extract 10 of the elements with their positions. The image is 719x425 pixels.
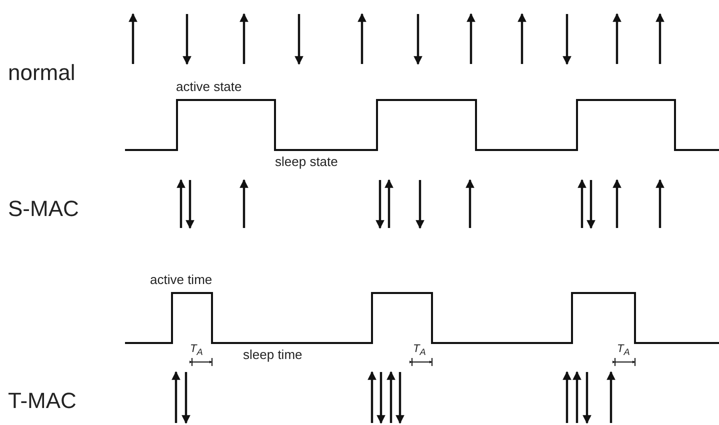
state-label: sleep time xyxy=(243,348,302,361)
state-label: active time xyxy=(150,273,212,286)
row-label: S-MAC xyxy=(8,198,79,220)
time-label: T$_{A}$ xyxy=(190,344,203,358)
time-label: T$_{A}$ xyxy=(617,344,630,358)
row-label: normal xyxy=(8,62,76,84)
time-label: T$_{A}$ xyxy=(413,344,426,358)
row-label: T-MAC xyxy=(8,390,76,412)
state-label: active state xyxy=(176,80,242,93)
state-label: sleep state xyxy=(275,155,338,168)
